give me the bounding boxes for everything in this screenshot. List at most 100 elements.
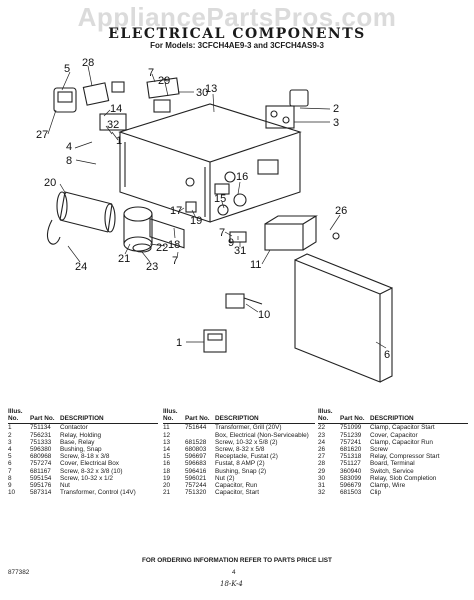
electrical-box-cover: [294, 253, 393, 383]
description: Bushing, Snap (2): [215, 467, 267, 475]
description: Board, Terminal: [370, 460, 415, 468]
description: Relay, Holding: [60, 431, 102, 439]
callout-label: 27: [36, 129, 48, 141]
part-no: 751644: [185, 424, 207, 432]
model-subtitle: For Models: 3CFCH4AE9-3 and 3CFCH4AS9-3: [150, 41, 324, 50]
callout-label: 11: [250, 259, 261, 271]
table-row: 24 757241 Clamp, Capacitor Run: [318, 439, 468, 446]
illus-no: 31: [318, 482, 326, 490]
illus-no: 12: [163, 431, 171, 439]
part-no: 751333: [30, 438, 52, 446]
callout-label: 8: [66, 155, 72, 167]
description: Screw, 8-32 x 5/8: [215, 446, 265, 454]
illus-no: 11: [163, 424, 170, 432]
callout-label: 17: [170, 205, 182, 217]
table-row: 28 751127 Board, Terminal: [318, 460, 468, 467]
holding-relay-part: [265, 89, 309, 129]
callout-numbers: 5 28 14 7 29 30 13 2 3 32 1 27 4 8 16 20…: [36, 57, 390, 361]
description: Clamp, Capacitor Run: [370, 438, 433, 446]
description: Clip: [370, 489, 382, 497]
callout-label: 31: [234, 245, 246, 257]
start-capacitor-part: [123, 206, 153, 253]
part-no: 596416: [185, 467, 207, 475]
description: Bushing, Snap: [60, 446, 102, 454]
illus-no: 15: [163, 453, 171, 461]
callout-label: 18: [168, 239, 180, 251]
illus-no: 10: [8, 489, 16, 497]
run-capacitor-part: [46, 191, 116, 245]
callout-label: 22: [156, 242, 168, 254]
callout-label: 1: [116, 135, 122, 147]
callout-label: 10: [258, 309, 270, 321]
table-row: 32 681503 Clip: [318, 489, 468, 496]
column-header-description: DESCRIPTION: [370, 408, 468, 425]
page-title: ELECTRICAL COMPONENTS: [108, 26, 366, 42]
part-no: 680968: [30, 453, 52, 461]
description: Switch, Service: [370, 467, 414, 475]
callout-label: 26: [335, 205, 347, 217]
exploded-parts-diagram: 5 28 14 7 29 30 13 2 3 32 1 27 4 8 16 20…: [36, 57, 393, 383]
part-no: 756231: [30, 431, 52, 439]
illus-no: 1: [8, 424, 12, 432]
part-no: 681503: [340, 489, 362, 497]
part-no: 751099: [340, 424, 362, 432]
illus-no: 32: [318, 489, 326, 497]
description: Capacitor, Run: [215, 482, 258, 490]
part-no: 757241: [340, 438, 362, 446]
part-no: 595176: [30, 482, 52, 490]
electrical-box: [118, 103, 302, 249]
callout-label: 32: [107, 119, 119, 131]
illus-no: 27: [318, 453, 326, 461]
table-row: 3 751333 Base, Relay: [8, 439, 158, 446]
ordering-note: FOR ORDERING INFORMATION REFER TO PARTS …: [142, 557, 332, 564]
callout-label: 23: [146, 261, 158, 273]
illus-no: 23: [318, 431, 326, 439]
callout-label: 4: [66, 141, 72, 153]
illus-no: 4: [8, 446, 12, 454]
page-number: 4: [232, 569, 236, 576]
part-no: 757244: [185, 482, 207, 490]
part-no: 680803: [185, 446, 207, 454]
illus-no: 21: [163, 489, 171, 497]
description: Relay, Slob Completion: [370, 474, 437, 482]
description: Nut (2): [215, 474, 235, 482]
part-no: 360940: [340, 467, 362, 475]
part-no: 751134: [30, 424, 51, 432]
illus-no: 18: [163, 467, 171, 475]
column-header-description: DESCRIPTION: [60, 408, 158, 425]
description: Base, Relay: [60, 438, 95, 446]
illus-no: 24: [318, 438, 326, 446]
part-no: 751127: [340, 460, 361, 468]
callout-label: 7: [148, 67, 154, 79]
part-no: 681528: [185, 438, 207, 446]
part-no: 596683: [185, 460, 207, 468]
callout-label: 24: [75, 261, 87, 273]
part-no: 681620: [340, 446, 362, 454]
column-header-illus-no: Illus. No.: [318, 408, 340, 425]
illus-no: 28: [318, 460, 326, 468]
watermark: AppliancePartsPros.com: [77, 2, 397, 32]
illus-no: 9: [8, 482, 12, 490]
illus-no: 16: [163, 460, 171, 468]
illus-no: 3: [8, 438, 12, 446]
callout-label: 16: [236, 171, 248, 183]
part-no: [185, 432, 215, 439]
